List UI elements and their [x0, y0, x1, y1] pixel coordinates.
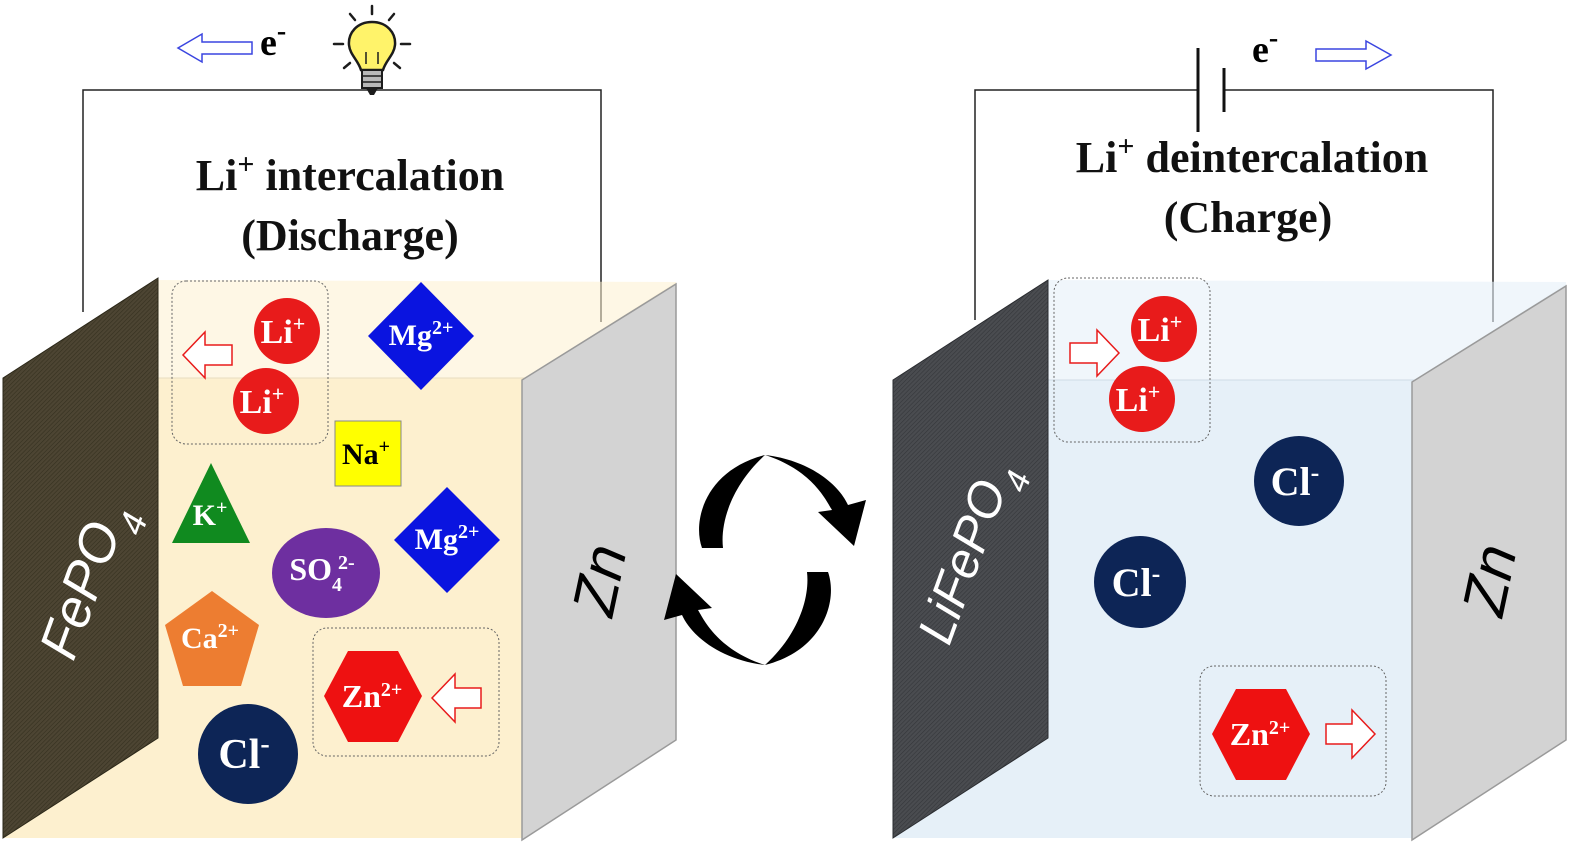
- discharge-mg-1-label: Mg2+: [389, 317, 454, 352]
- light-bulb-icon: [332, 4, 412, 95]
- discharge-cl-ion: [198, 704, 298, 804]
- discharge-circuit-wire: [82, 89, 602, 322]
- discharge-zn-ion: [324, 651, 422, 742]
- discharge-li-1-label: Li+: [261, 311, 306, 352]
- discharge-zn-group-box: [312, 627, 500, 757]
- charge-zn-label: Zn2+: [1230, 716, 1291, 752]
- discharge-so4-ion: [272, 528, 380, 618]
- charge-zn-anode: [1411, 284, 1567, 842]
- charge-circuit-wire-right: [1224, 89, 1494, 322]
- charge-title: Li+ deintercalation: [1076, 130, 1428, 183]
- discharge-so4-label: SO42-: [289, 551, 354, 596]
- discharge-li-group-box: [171, 280, 329, 445]
- charge-li-ion-2: [1109, 366, 1175, 432]
- discharge-electron-arrow: [176, 32, 253, 64]
- discharge-fepo4-cathode: [2, 277, 159, 839]
- discharge-zn-label: Zn2+: [342, 678, 403, 714]
- discharge-zn-anode: [521, 282, 677, 842]
- charge-subtitle: (Charge): [1164, 193, 1333, 242]
- discharge-k-ion: [172, 463, 250, 543]
- charge-li-group-box: [1053, 277, 1211, 443]
- discharge-li-ion-1: [254, 298, 320, 364]
- charge-cl-ion-2: [1094, 536, 1186, 628]
- discharge-title: Li+ intercalation: [196, 148, 504, 201]
- cycle-arrows-icon: [664, 455, 866, 665]
- charge-li-2-label: Li+: [1116, 379, 1161, 420]
- charge-lifepo4-cathode: [892, 279, 1049, 839]
- discharge-mg-2-label: Mg2+: [415, 521, 480, 556]
- discharge-subtitle: (Discharge): [241, 211, 459, 260]
- discharge-anode-label: Zn: [559, 539, 640, 623]
- charge-anode-label: Zn: [1449, 539, 1530, 623]
- discharge-ca-label: Ca2+: [181, 620, 239, 655]
- discharge-k-label: K+: [193, 497, 228, 532]
- discharge-zn-arrow: [430, 672, 482, 724]
- charge-li-ion-1: [1131, 296, 1197, 362]
- discharge-electron-label: e-: [260, 16, 286, 65]
- charge-cell: Zn LiFePO4 e- Li+ deintercalation (Charg…: [892, 23, 1567, 842]
- charge-cl-ion-1: [1254, 436, 1344, 526]
- charge-cl-2-label: Cl-: [1112, 559, 1161, 606]
- battery-symbol-icon: [1196, 48, 1226, 132]
- discharge-na-ion: [334, 420, 402, 487]
- discharge-mg-ion-1: [368, 282, 474, 390]
- discharge-cell: Zn FePO4 e- Li+ intercala: [2, 4, 677, 842]
- discharge-li-arrow: [181, 330, 233, 380]
- charge-circuit-wire-left: [974, 89, 1198, 320]
- discharge-li-ion-2: [233, 368, 299, 434]
- charge-li-arrow: [1069, 328, 1121, 378]
- discharge-na-label: Na+: [342, 436, 390, 471]
- discharge-ca-ion: [165, 591, 259, 686]
- charge-zn-arrow: [1325, 708, 1377, 760]
- charge-zn-ion: [1212, 689, 1310, 780]
- charge-electron-arrow: [1315, 39, 1393, 71]
- charge-li-1-label: Li+: [1138, 309, 1183, 350]
- discharge-cl-label: Cl-: [218, 729, 269, 779]
- charge-cl-1-label: Cl-: [1271, 458, 1320, 505]
- charge-electron-label: e-: [1252, 23, 1278, 72]
- discharge-li-2-label: Li+: [240, 381, 285, 422]
- discharge-mg-ion-2: [394, 487, 500, 593]
